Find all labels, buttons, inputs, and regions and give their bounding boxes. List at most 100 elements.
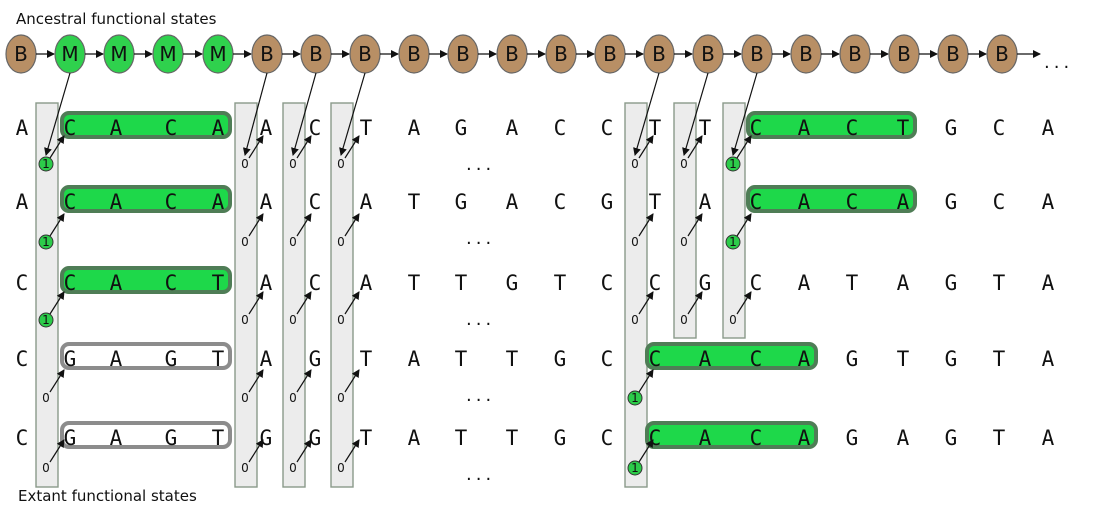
nucleotide: A [408,426,421,450]
ancestral-state-label: B [750,42,764,66]
nucleotide: C [649,271,662,295]
sequence-ellipsis: ... [466,385,495,406]
nucleotide: G [945,116,958,140]
nucleotide: A [110,347,123,371]
nucleotide: C [309,271,322,295]
extant-state-label: 0 [289,391,297,405]
motif-absent [60,342,232,370]
nucleotide: C [165,271,178,295]
nucleotide: A [1042,347,1055,371]
extant-state-on [38,156,54,172]
extant-arrow [687,213,703,237]
nucleotide: A [798,116,811,140]
extant-state-label: 1 [42,157,50,171]
extant-arrow [296,135,312,159]
nucleotide: G [846,426,859,450]
sequence-ellipsis: ... [466,228,495,249]
top-caption: Ancestral functional states [16,10,217,28]
ancestral-state-label: M [159,42,176,66]
nucleotide: G [699,271,712,295]
extant-arrow [736,291,752,315]
nucleotide: A [408,116,421,140]
motif-present [60,111,232,139]
nucleotide: G [165,347,178,371]
nucleotide: T [649,116,662,140]
extant-arrow [49,135,65,159]
nucleotide: C [64,271,77,295]
ancestral-to-extant-arrow [291,72,317,156]
nucleotide: G [945,190,958,214]
extant-arrow [49,439,65,463]
motif-present [746,185,917,213]
nucleotide: A [110,116,123,140]
nucleotide: T [554,271,567,295]
extant-state-label: 0 [729,313,737,327]
sequence-ellipsis: ... [466,464,495,485]
sequence-ellipsis: ... [466,309,495,330]
nucleotide: G [945,426,958,450]
nucleotide: T [455,347,468,371]
ancestral-state-label: B [505,42,519,66]
nucleotide: C [165,190,178,214]
ancestral-state-label: B [701,42,715,66]
extant-arrow [638,213,654,237]
nucleotide: G [846,347,859,371]
extant-state-on [627,390,643,406]
extant-arrow [49,213,65,237]
motif-present [60,266,232,294]
extant-arrow [49,369,65,393]
ancestral-to-extant-arrow [633,72,660,156]
nucleotide: G [506,271,519,295]
extant-state-label: 1 [631,391,639,405]
ancestral-state-label: B [309,42,323,66]
nucleotide: A [260,271,273,295]
ancestral-state-label: B [260,42,274,66]
nucleotide: A [212,190,225,214]
nucleotide: T [408,271,421,295]
extant-state-label: 0 [289,313,297,327]
extant-arrow [638,135,654,159]
nucleotide: C [750,271,763,295]
extant-state-label: 0 [241,313,249,327]
nucleotide: A [16,190,29,214]
nucleotide: A [260,116,273,140]
nucleotide: A [110,426,123,450]
ancestral-to-extant-arrow [339,72,366,156]
nucleotide: A [1042,271,1055,295]
extant-state-label: 0 [289,157,297,171]
nucleotide: G [309,426,322,450]
nucleotide: C [64,190,77,214]
nucleotide: A [110,190,123,214]
extant-arrow [344,135,360,159]
nucleotide: G [601,190,614,214]
nucleotide: T [455,271,468,295]
nucleotide: T [993,347,1006,371]
nucleotide: T [506,347,519,371]
extant-arrow [344,213,360,237]
nucleotide: C [554,190,567,214]
nucleotide: G [64,426,77,450]
nucleotide: T [993,271,1006,295]
motif-present [746,111,917,139]
nucleotide: G [554,426,567,450]
nucleotide: A [110,271,123,295]
nucleotide: C [750,116,763,140]
extant-state-label: 0 [680,313,688,327]
nucleotide: G [260,426,273,450]
nucleotide: A [408,347,421,371]
extant-arrow [638,369,654,393]
extant-arrow [296,369,312,393]
extant-state-label: 0 [241,157,249,171]
extant-arrow [248,369,264,393]
nucleotide: A [798,426,811,450]
extant-state-on [627,460,643,476]
extant-arrow [248,291,264,315]
nucleotide: C [750,347,763,371]
nucleotide: C [309,116,322,140]
ancestral-state-label: B [946,42,960,66]
